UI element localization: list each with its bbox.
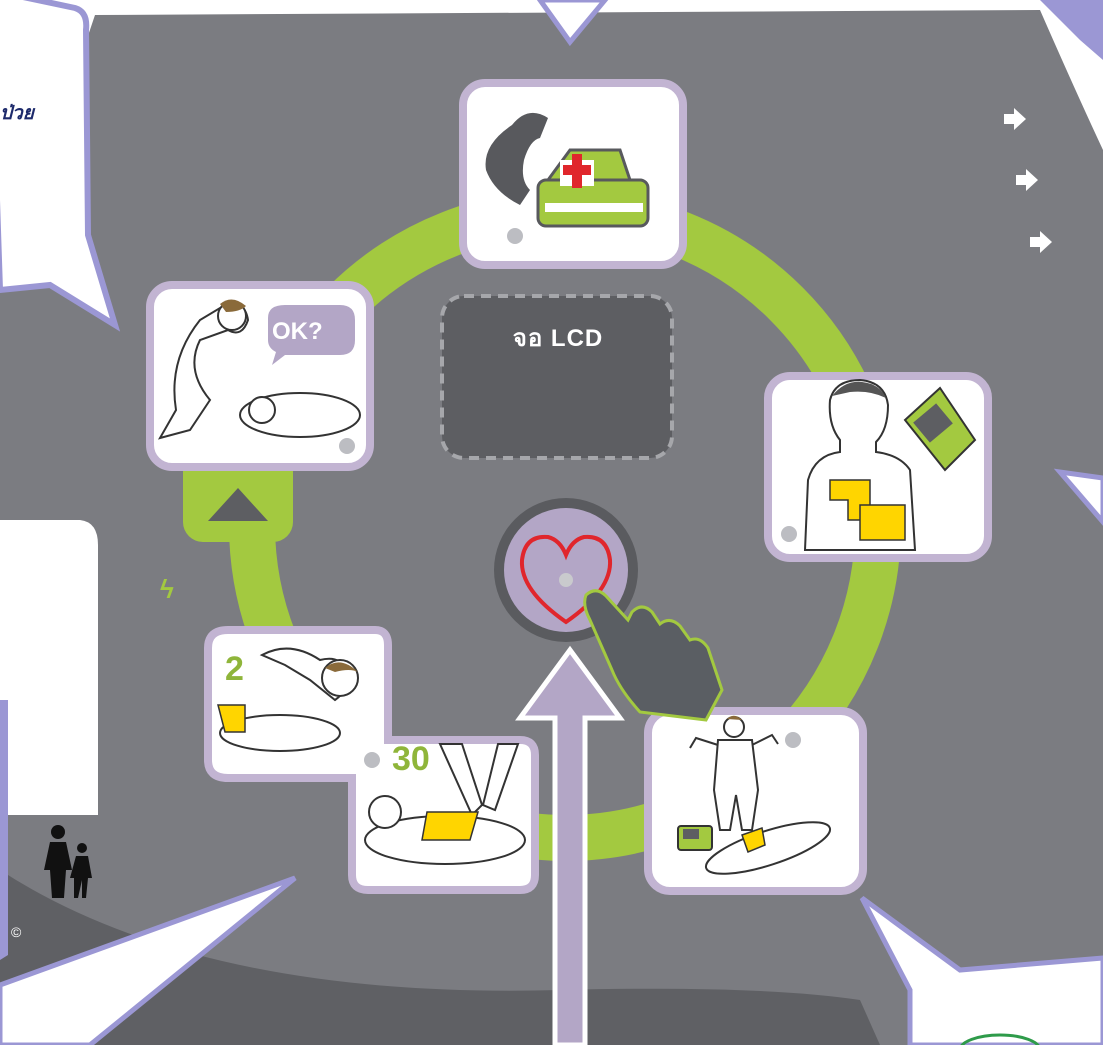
ok-bubble-text: OK?: [272, 318, 323, 345]
pointing-hand-icon: [583, 589, 724, 722]
arrow-right-icon: [1004, 108, 1026, 130]
pad-2: [859, 504, 906, 541]
breath-count: 2: [225, 650, 244, 688]
arrow-right-icon: [1030, 231, 1052, 253]
copyright-mark: ©: [11, 924, 22, 940]
up-triangle-icon[interactable]: [208, 488, 268, 521]
callout-pointer-bottom-right: [859, 895, 1103, 1045]
bystander-figure: [712, 739, 760, 831]
person-adult-child-icon: [44, 825, 92, 898]
shock-icon: ϟ: [160, 574, 174, 604]
phone-handset-icon: [485, 112, 548, 205]
lcd-screen: [440, 294, 674, 460]
heart-icon: [519, 534, 613, 625]
callout-top-right: [1040, 0, 1103, 60]
card-check-response: [146, 281, 374, 471]
rescuer-compressions: [438, 743, 520, 817]
callout-pointer-bottom-left: [0, 875, 297, 1045]
lcd-label: จอ LCD: [512, 325, 604, 352]
card-call-emergency: [459, 79, 687, 269]
compression-count: 30: [392, 740, 430, 778]
left-info-panel: [0, 520, 98, 815]
callout-top-left: [0, 0, 121, 332]
callout-left-lower: [0, 700, 8, 960]
card-apply-pads: [764, 372, 992, 562]
arrow-right-icon: [1016, 169, 1038, 191]
card-stand-clear: [644, 707, 867, 895]
panel-lower-shape: [0, 870, 880, 1045]
arrow-up-pointer: [515, 645, 625, 1045]
green-logo-partial: [960, 1033, 1040, 1045]
card-cpr: [204, 626, 539, 894]
callout-pointer-top: [536, 0, 609, 47]
ok-speech-bubble: [268, 305, 355, 365]
pad-chest: [421, 811, 479, 841]
callout-pointer-right: [1053, 468, 1103, 526]
pad-left: [217, 704, 246, 733]
callout-text: ป่วย: [0, 103, 34, 124]
